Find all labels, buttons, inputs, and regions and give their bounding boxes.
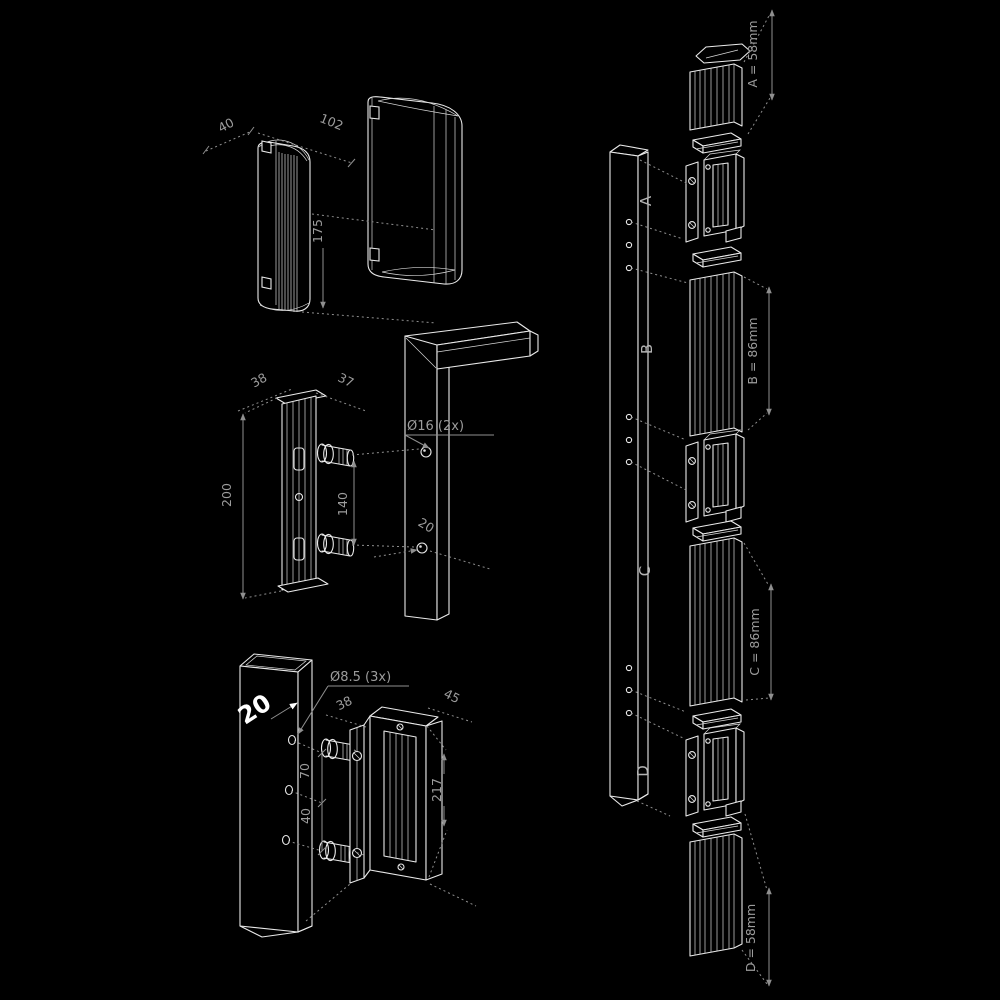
dim-magnet-depth: 45 [442, 686, 463, 706]
section-letter-b: B [638, 344, 656, 354]
projection-line [426, 725, 477, 907]
drill-hole [420, 446, 432, 458]
mount-hole [261, 140, 272, 154]
projection-line [301, 213, 437, 324]
projection-line [743, 542, 770, 701]
dim-leader [325, 714, 367, 728]
plate-slot [293, 447, 305, 471]
projection-line [743, 276, 768, 431]
profile-section-b [689, 271, 743, 437]
dim-cover-height: 175 [310, 219, 325, 243]
note-leader [404, 434, 430, 449]
keep-plate-drawing [275, 389, 355, 593]
dim-bolt-spacing: 140 [335, 492, 350, 516]
section-dim-d: D = 58mm [743, 904, 758, 972]
gate-post-drawing [239, 653, 313, 938]
projection-line [743, 13, 771, 135]
dim-leader [315, 392, 367, 412]
profile-section-a [689, 63, 743, 131]
dim-hole-spacing-top: 70 [297, 763, 312, 779]
drill-hole [287, 734, 297, 746]
dim-plate-width: 38 [248, 370, 269, 391]
callout-arrow [270, 702, 298, 720]
profile-section-d [689, 833, 743, 957]
section-letter-d: D [634, 765, 652, 777]
drill-hole [416, 542, 428, 554]
drill-hole [281, 834, 291, 846]
mount-hole [369, 105, 380, 120]
section-letter-a: A [637, 195, 655, 206]
dim-leader [205, 130, 253, 152]
drill-hole [284, 784, 294, 796]
profile-section-c [689, 537, 743, 707]
hole-highlight [419, 545, 422, 548]
dimension-labels: 40 102 175 38 37 200 Ø16 (2x) 140 20 20 … [215, 20, 762, 972]
plate-slot [293, 537, 305, 561]
mount-hole [369, 247, 380, 262]
dimension-annotations [202, 9, 775, 987]
dim-leader [373, 548, 418, 558]
alignment-line [351, 749, 365, 856]
dim-leader [257, 132, 353, 164]
projection-line [429, 550, 491, 570]
note-hole-size: Ø16 (2x) [407, 419, 464, 434]
dim-hole-spacing-bottom: 40 [298, 808, 313, 824]
plate-hole [294, 492, 304, 502]
note-drill-size: Ø8.5 (3x) [330, 670, 391, 685]
dim-plate-depth: 37 [336, 370, 357, 390]
section-dim-a: A = 58mm [745, 20, 760, 87]
mount-hole [261, 276, 272, 290]
projection-line [741, 813, 768, 985]
cover-profile-drawing [257, 139, 311, 312]
hole-highlight [423, 449, 426, 452]
projection-line [287, 740, 323, 852]
section-dim-c: C = 86mm [747, 608, 762, 675]
assembly-leaders [630, 159, 689, 817]
cover-housing-drawing [367, 96, 463, 285]
magnet-housing-drawing [318, 706, 443, 884]
dim-cover-width: 40 [215, 115, 236, 136]
note-leader [297, 685, 329, 735]
dim-edge-distance: 20 [416, 515, 437, 536]
section-letter-c: C [636, 566, 654, 576]
dim-magnet-width: 38 [334, 693, 355, 713]
dim-magnet-height: 217 [429, 778, 444, 802]
section-dim-b: B = 86mm [745, 317, 760, 384]
post-assembly-drawing [609, 43, 751, 957]
projection-line [244, 397, 282, 599]
alignment-line [351, 448, 420, 548]
dim-plate-height: 200 [219, 483, 234, 507]
